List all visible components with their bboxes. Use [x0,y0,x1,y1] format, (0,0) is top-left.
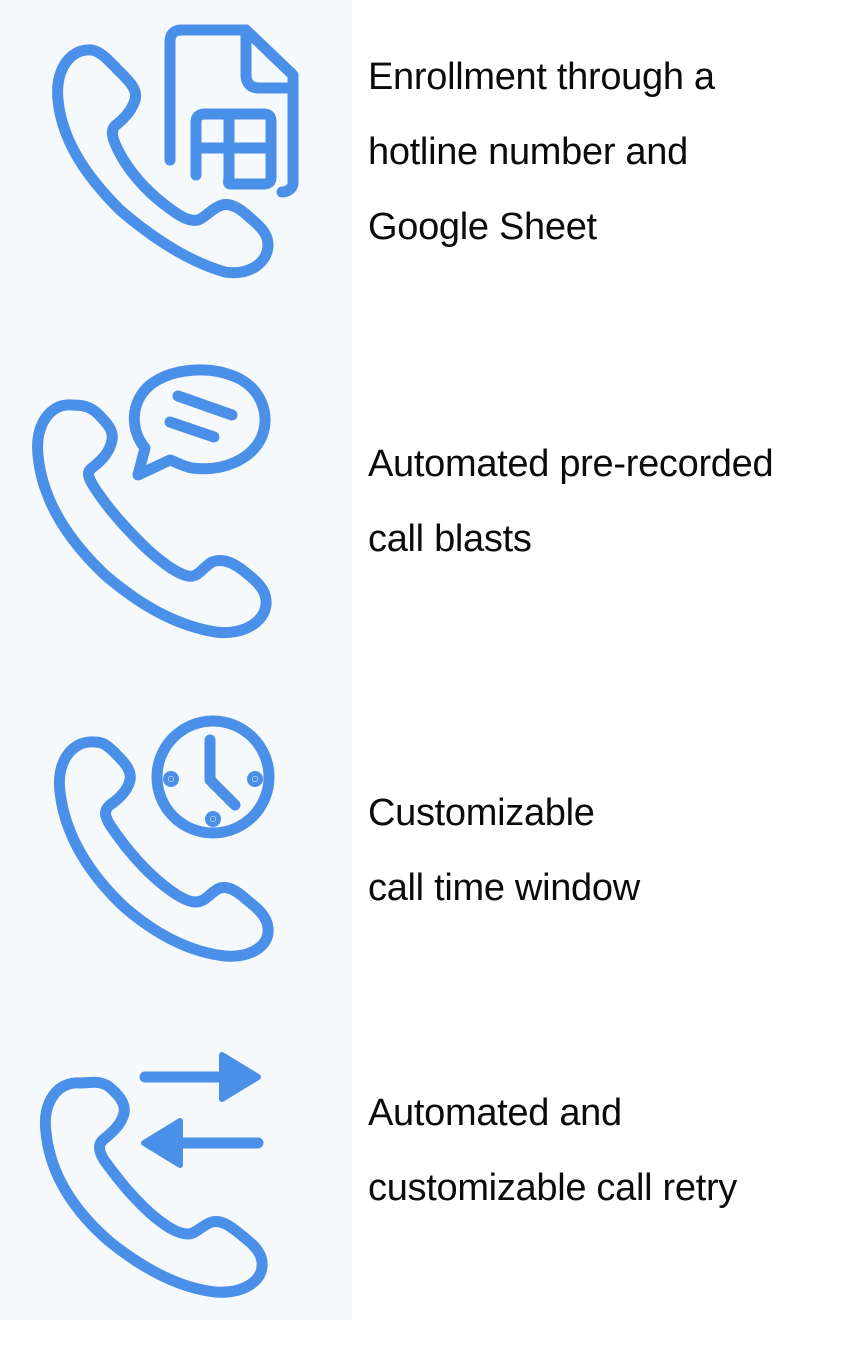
feature-line: Enrollment through a [368,56,715,98]
feature-line: Automated and [368,1092,622,1134]
feature-text-call-time-window: Customizable call time window [368,776,848,926]
phone-arrows-exchange-icon [0,1020,352,1350]
feature-line: hotline number and [368,131,688,173]
phone-spreadsheet-icon [0,0,352,330]
feature-line: call time window [368,867,640,909]
phone-clock-icon [0,690,352,1020]
feature-text-call-blasts: Automated pre-recorded call blasts [368,427,848,577]
feature-text-enrollment: Enrollment through a hotline number and … [368,40,848,265]
feature-line: Automated pre-recorded [368,443,774,485]
feature-line: Google Sheet [368,206,597,248]
feature-text-call-retry: Automated and customizable call retry [368,1076,848,1226]
phone-chat-bubble-icon [0,340,352,670]
feature-line: customizable call retry [368,1167,737,1209]
feature-line: Customizable [368,792,595,834]
feature-line: call blasts [368,518,532,560]
icon-panel [0,0,352,1320]
